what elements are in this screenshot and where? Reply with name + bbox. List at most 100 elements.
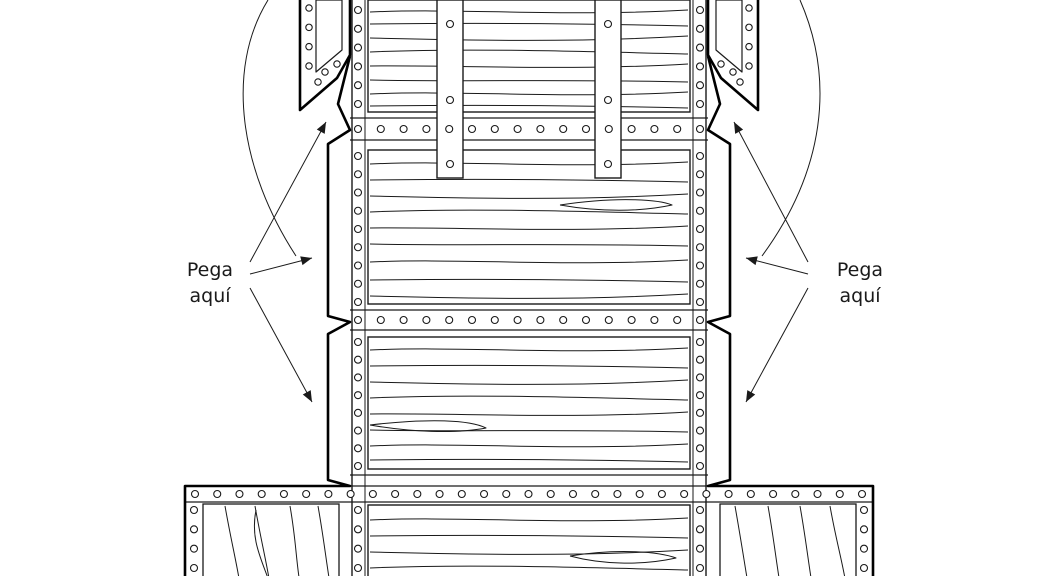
back-grain-line — [369, 517, 689, 522]
rivet — [581, 315, 591, 325]
back-grain-line — [369, 565, 689, 571]
rivet — [445, 315, 454, 325]
rivet — [353, 124, 363, 134]
wood-knot — [569, 551, 677, 564]
rivet — [717, 60, 725, 68]
rivet — [189, 505, 199, 515]
rivet — [353, 315, 363, 325]
rivet — [859, 544, 869, 553]
arrow-head — [734, 122, 744, 134]
rivet — [695, 243, 705, 252]
cut-outline-group — [183, 55, 875, 576]
leader-arrow-line — [249, 121, 327, 263]
guide-arc-right — [761, 0, 821, 257]
rivet — [857, 489, 867, 499]
lid-grain-line — [369, 104, 689, 109]
rivet — [546, 489, 555, 499]
side-grain-line — [734, 505, 748, 576]
rivet — [391, 489, 400, 499]
rivet — [189, 544, 199, 553]
bottom-grain-line — [369, 364, 689, 369]
rivet — [702, 489, 711, 499]
rivet — [445, 19, 455, 29]
lid-panel-frame — [367, 0, 691, 113]
glue-here-label-right-line2: aquí — [839, 285, 881, 307]
front-panel-frame — [367, 149, 691, 305]
rivet — [189, 563, 199, 573]
rivet — [353, 224, 363, 234]
rivet — [353, 391, 363, 400]
front-grain-line — [369, 161, 689, 166]
rivet — [695, 544, 705, 553]
rivet — [695, 124, 705, 134]
rivet — [695, 206, 705, 215]
lid-grain-line — [369, 35, 689, 41]
lid-flap-right-inner — [715, 0, 743, 73]
rivet — [695, 297, 705, 307]
rivet — [513, 124, 522, 134]
lid-strap-right — [594, 0, 622, 179]
arrow-head — [300, 256, 312, 266]
rivet — [368, 489, 377, 499]
rivet — [650, 124, 659, 134]
rivet — [650, 315, 659, 325]
rivet — [695, 426, 705, 435]
lid-grain-line — [369, 49, 689, 55]
glue-here-label-right-line1: Pega — [836, 259, 884, 281]
wood-grain-group — [224, 9, 846, 576]
rivet — [353, 408, 363, 417]
back-panel-frame — [367, 504, 691, 576]
rivet — [859, 505, 869, 515]
rivet — [673, 124, 682, 134]
rivet — [729, 68, 737, 76]
side-grain-line — [767, 505, 780, 576]
side-grain-line — [317, 505, 330, 576]
rivet — [745, 62, 753, 70]
rivet — [490, 315, 499, 325]
rivet — [353, 24, 363, 33]
rivet — [536, 315, 545, 325]
back-grain-line — [369, 534, 689, 539]
side-panel-frame-right — [719, 503, 857, 576]
rivet — [695, 373, 705, 382]
rivet — [445, 95, 455, 105]
rivet — [479, 489, 489, 499]
side-knot-line — [253, 509, 268, 576]
glue-here-label-left-line2: aquí — [189, 285, 231, 307]
rivet — [353, 297, 363, 307]
rivet — [604, 315, 613, 325]
rivet — [603, 95, 613, 105]
arrow-group — [242, 0, 821, 403]
rivet — [581, 124, 591, 134]
leader-arrow-line — [733, 121, 809, 263]
rivet — [353, 337, 363, 347]
rivet — [353, 151, 363, 161]
rivet — [695, 563, 705, 573]
rivet — [695, 461, 705, 471]
rivet — [353, 544, 363, 553]
rivet — [695, 24, 705, 33]
rivet — [695, 224, 705, 234]
rivet — [353, 426, 363, 435]
rivet — [695, 525, 705, 534]
rivet — [502, 489, 511, 499]
rivet — [353, 261, 363, 270]
panel-group — [185, 0, 873, 576]
rivet — [353, 170, 363, 179]
rivet — [559, 315, 568, 325]
rivet — [353, 373, 363, 382]
rivet — [467, 124, 477, 134]
rivet — [346, 489, 355, 499]
rivet — [791, 489, 800, 499]
rivet — [745, 23, 753, 32]
bottom-grain-line — [369, 411, 689, 416]
bottom-grain-line — [369, 429, 689, 433]
rivet — [695, 315, 705, 325]
arrow-head — [302, 390, 312, 402]
front-grain-line — [369, 293, 689, 299]
rivet — [467, 315, 477, 325]
rivet — [235, 489, 244, 499]
glue-here-label-left-line1: Pega — [186, 259, 234, 281]
bottom-grain-line — [369, 379, 689, 385]
front-grain-line — [369, 278, 689, 283]
